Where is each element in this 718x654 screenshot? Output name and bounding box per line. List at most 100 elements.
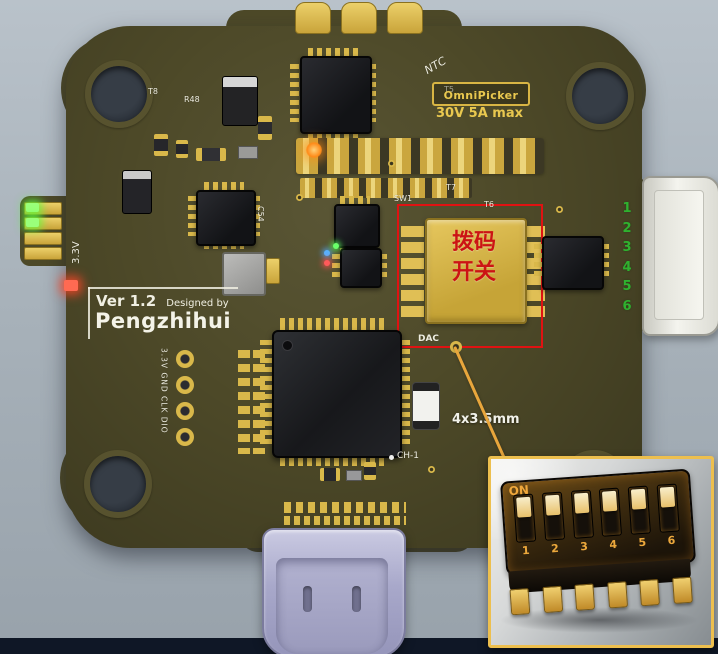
pin-number: 5: [622, 279, 632, 294]
usb-c-slot: [303, 586, 312, 612]
dip-pin: [509, 588, 531, 616]
dip-number: 5: [638, 535, 647, 550]
ic-mid-pins: [188, 196, 197, 236]
pad-column: [238, 350, 250, 454]
edge-pad: [24, 232, 62, 245]
rating-text: 30V 5A max: [436, 106, 524, 121]
red-led: [64, 280, 78, 291]
c54-label: C54: [256, 206, 265, 222]
smd-part: [176, 140, 188, 158]
usb-pad-row: [284, 502, 406, 513]
dip-slider-knob: [544, 494, 561, 516]
through-hole: [176, 350, 194, 368]
dip-slider: [627, 485, 652, 535]
mcu: [272, 330, 402, 458]
t6-label: T6: [484, 200, 494, 209]
green-led: [26, 218, 39, 227]
ch1-dot: [389, 455, 394, 460]
pad-column: [253, 350, 265, 454]
via: [556, 206, 563, 213]
smd-part: [154, 134, 168, 156]
designed-by-text: Designed by: [166, 298, 229, 309]
capacitor-row: [300, 178, 472, 198]
dip-switch-photo: ON KE 1 2 3 4 5 6: [499, 468, 700, 632]
ic-center-pins: [332, 254, 341, 280]
ic-top-pins: [290, 64, 299, 122]
ic-top: [300, 56, 372, 134]
smd-part: [364, 462, 376, 480]
brand-badge: OmniPicker: [432, 82, 530, 106]
dip-slider: [541, 491, 565, 541]
swd-silkscreen: 3.3V GND CLK DIO: [159, 348, 169, 434]
blue-led: [324, 250, 330, 256]
t7-label: T7: [446, 183, 456, 192]
via: [388, 160, 395, 167]
through-hole: [176, 402, 194, 420]
dip-pin: [574, 583, 596, 611]
ic-center-pins: [340, 196, 370, 205]
dip-number: 3: [579, 539, 589, 554]
smd-part: [238, 146, 258, 159]
ic-center-pins: [378, 254, 387, 280]
dip-pads-left: [401, 226, 424, 318]
dip-slider-knob: [659, 486, 676, 508]
ic-right-pins: [534, 244, 543, 280]
dip-pin: [607, 581, 628, 609]
electrolytic-part: [222, 76, 258, 126]
dip-slider-knob: [602, 490, 618, 512]
dip-pin: [639, 578, 661, 607]
through-hole: [176, 376, 194, 394]
metal-part: [222, 252, 266, 296]
pin-number: 1: [622, 201, 632, 216]
ic-right: [542, 236, 604, 290]
dip-slider: [656, 483, 680, 533]
mounting-hole-top-right: [566, 62, 634, 130]
pin-number: 3: [622, 240, 632, 255]
inset-shadow: [499, 607, 699, 633]
t5-label: T5: [444, 85, 454, 94]
brand-badge-text: OmniPicker: [443, 89, 519, 102]
green-led: [26, 203, 39, 212]
dip-number: 1: [521, 543, 531, 558]
red-led: [324, 260, 330, 266]
ic-top-pins: [308, 48, 360, 57]
edge-pad: [24, 247, 62, 260]
crystal: [412, 382, 440, 430]
mcu-pin1-dot: [282, 340, 293, 351]
ic-center-a: [334, 204, 380, 248]
mounting-hole-top-left: [85, 60, 153, 128]
ic-mid: [196, 190, 256, 246]
dac-label: DAC: [418, 334, 440, 344]
top-pad: [295, 2, 331, 34]
dip-slider: [570, 489, 594, 539]
dip-slider-knob: [516, 496, 532, 518]
ch1-label: CH-1: [397, 451, 420, 461]
dip-slider: [599, 487, 623, 537]
orange-led: [306, 142, 322, 158]
highlight-box: [397, 204, 543, 348]
smd-part: [346, 470, 362, 481]
through-hole: [176, 428, 194, 446]
smd-part: [320, 468, 340, 481]
dip-number: 2: [550, 541, 560, 556]
dip-slider: [512, 493, 537, 543]
dip-number: 6: [667, 533, 676, 548]
connector-pin-numbers: 1 2 3 4 5 6: [620, 199, 634, 316]
smd-part: [258, 116, 272, 140]
dip-switch-body: [425, 218, 527, 324]
usb-c-shell: [276, 558, 388, 654]
jst-connector-slot: [654, 190, 704, 320]
dip-slider-knob: [573, 492, 589, 514]
smd-pad: [266, 258, 280, 284]
dip-pin: [672, 576, 693, 604]
capacitor-row: [296, 138, 544, 174]
v33-label: 3.3V: [71, 241, 82, 264]
top-pad: [341, 2, 377, 34]
usb-c-slot: [352, 586, 361, 612]
silkscreen-version-line: Ver 1.2 Designed by: [96, 291, 229, 310]
inset-photo-frame: ON KE 1 2 3 4 5 6: [488, 456, 714, 648]
via: [296, 194, 303, 201]
dip-number: 4: [608, 537, 618, 552]
silkscreen-bracket: [88, 287, 238, 289]
